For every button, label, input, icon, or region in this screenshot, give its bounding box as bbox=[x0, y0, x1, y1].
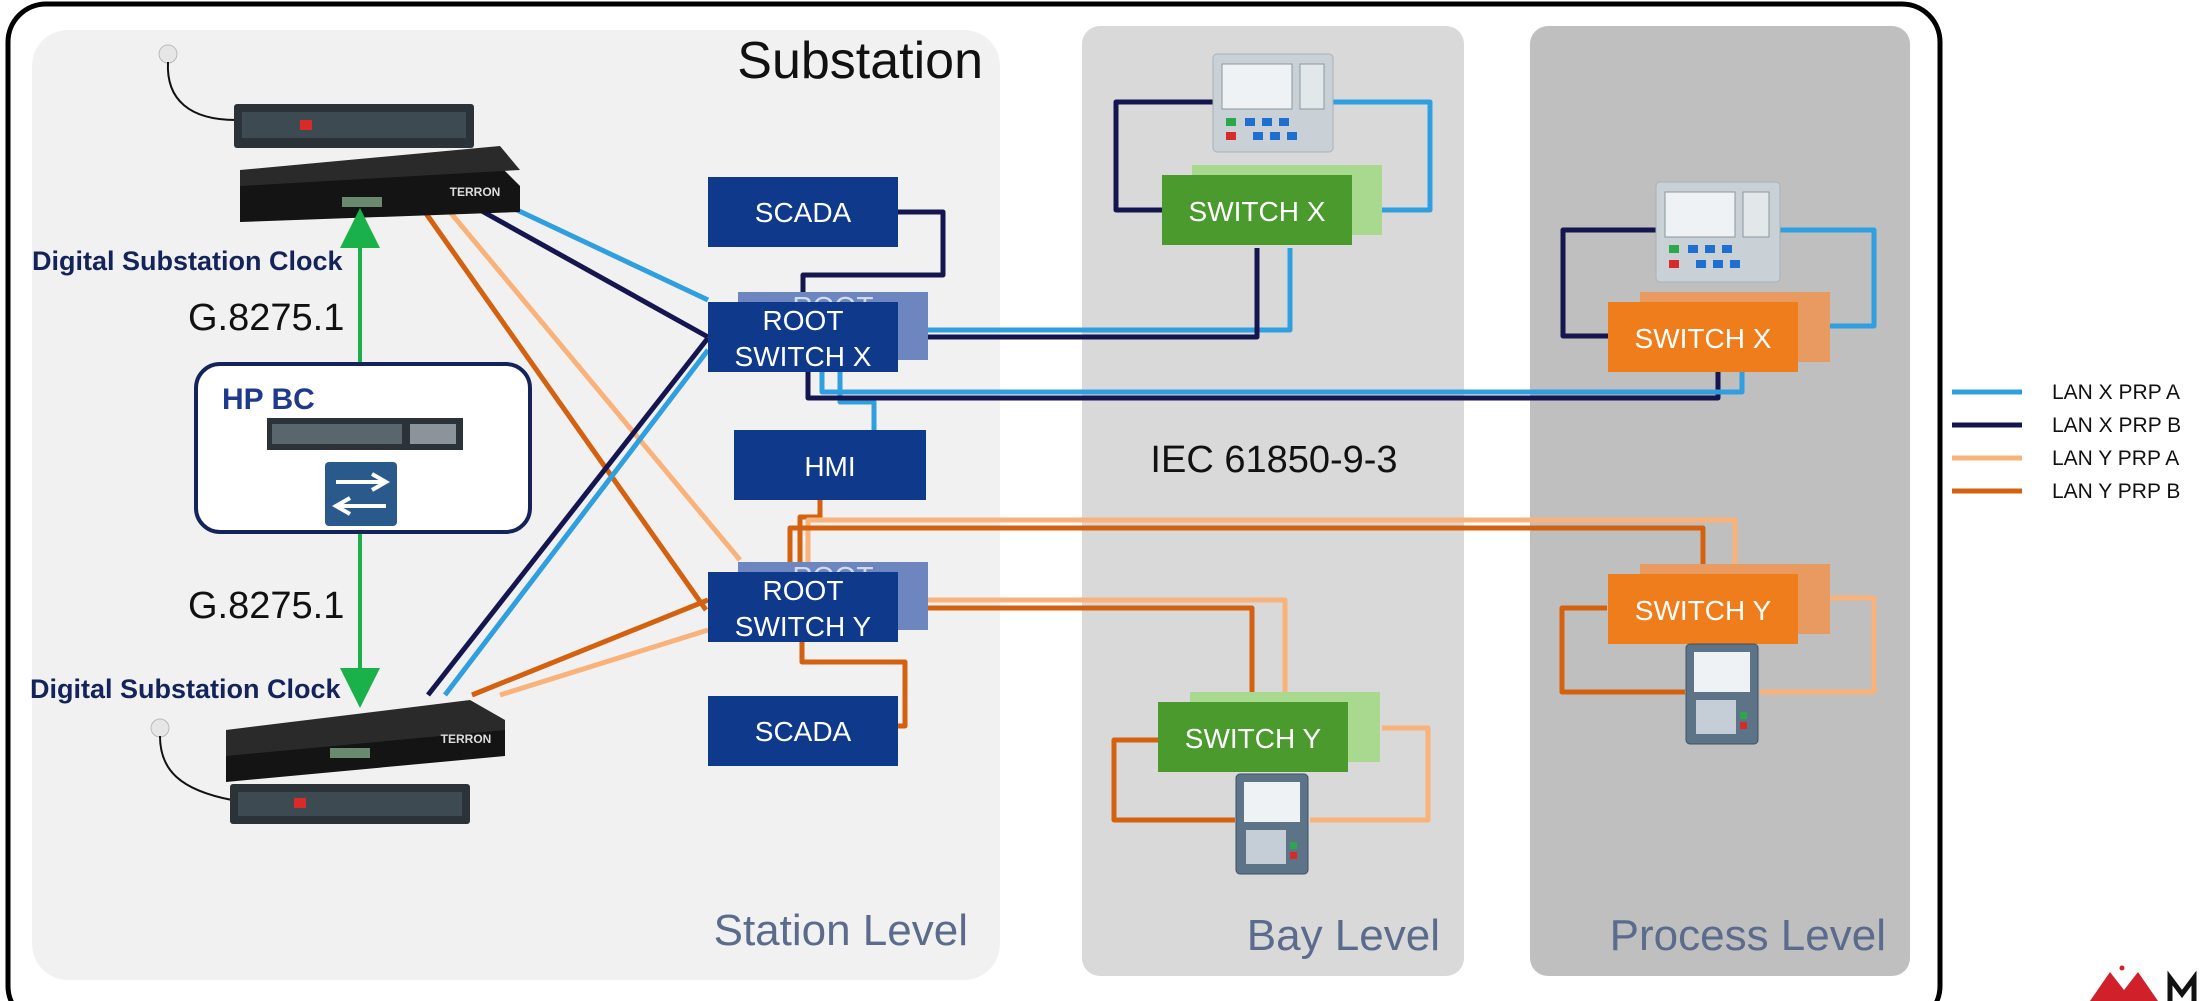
boundary-clock-symbol-icon bbox=[325, 462, 397, 526]
cable-lan-x-prp-a bbox=[819, 372, 1745, 395]
cable-lan-y-prp-a bbox=[898, 597, 1288, 702]
cable-lan-x-prp-a bbox=[898, 248, 1293, 333]
cable-lan-y-prp-a bbox=[499, 627, 709, 698]
legend: LAN X PRP A LAN X PRP B LAN Y PRP A LAN … bbox=[1952, 381, 2181, 503]
scada-bottom-box[interactable] bbox=[708, 696, 898, 766]
cable-lan-y-prp-b bbox=[1111, 737, 1235, 823]
cable-lan-x-prp-a bbox=[443, 348, 710, 697]
root-switch-x-box[interactable] bbox=[708, 302, 898, 372]
cable-lan-x-prp-b bbox=[1560, 227, 1660, 339]
cable-lan-y-prp-b bbox=[422, 210, 709, 612]
cable-lan-x-prp-a bbox=[1780, 227, 1877, 329]
company-logo bbox=[2090, 965, 2197, 1001]
hmi-box[interactable] bbox=[734, 430, 926, 500]
top-clock-label: Digital Substation Clock bbox=[32, 246, 344, 276]
scada-top-box[interactable] bbox=[708, 177, 898, 247]
cable-lan-x-prp-b bbox=[426, 336, 710, 697]
scada-bottom-label: SCADA bbox=[755, 716, 852, 747]
legend-label-lan-y-prp-a: LAN Y PRP A bbox=[2052, 447, 2179, 470]
bay-ied-y-icon bbox=[1235, 773, 1309, 875]
bottom-clock-label: Digital Substation Clock bbox=[30, 674, 342, 704]
bay-switch-y-box[interactable] bbox=[1158, 702, 1348, 772]
cable-lan-y-prp-b bbox=[787, 525, 1706, 572]
cable-lan-y-prp-b bbox=[1559, 605, 1685, 695]
root-switch-y-line2: SWITCH Y bbox=[735, 611, 872, 642]
bay-switch-x-label: SWITCH X bbox=[1189, 196, 1326, 227]
boundary-clock-device-icon bbox=[267, 418, 463, 450]
root-switch-y-box[interactable] bbox=[708, 572, 898, 642]
cable-lan-x-prp-a bbox=[1330, 99, 1433, 213]
cable-lan-y-prp-b bbox=[898, 605, 1255, 702]
bay-switch-y-label: SWITCH Y bbox=[1185, 723, 1322, 754]
process-switch-y-label: SWITCH Y bbox=[1635, 595, 1772, 626]
cable-lan-x-prp-b bbox=[898, 248, 1260, 340]
hmi-label: HMI bbox=[804, 451, 855, 482]
cable-lan-y-prp-a bbox=[1310, 725, 1431, 823]
process-switch-y-box[interactable] bbox=[1608, 574, 1798, 644]
station-level-label: Station Level bbox=[714, 906, 968, 955]
substation-title: Substation bbox=[737, 32, 983, 90]
top-clock-device-icon bbox=[158, 44, 520, 222]
hp-bc-title: HP BC bbox=[222, 383, 315, 416]
cable-lan-x-prp-b bbox=[1113, 99, 1215, 213]
scada-top-label: SCADA bbox=[755, 197, 852, 228]
process-switch-x-label: SWITCH X bbox=[1635, 323, 1772, 354]
cable-lan-x-prp-b bbox=[805, 372, 1721, 401]
g8275-bottom-label: G.8275.1 bbox=[188, 585, 344, 627]
root-switch-x-line2: SWITCH X bbox=[735, 341, 872, 372]
bay-ied-x-icon bbox=[1212, 53, 1334, 153]
process-level-label: Process Level bbox=[1610, 911, 1886, 960]
root-switch-x-line1: ROOT bbox=[763, 305, 844, 336]
cable-lan-y-prp-b bbox=[797, 500, 823, 572]
process-switch-x-box[interactable] bbox=[1608, 302, 1798, 372]
cable-lan-x-prp-a bbox=[498, 199, 710, 303]
network-cables bbox=[422, 99, 1877, 823]
protocol-label: IEC 61850-9-3 bbox=[1150, 439, 1397, 481]
top-clock-brand: TERRON bbox=[450, 185, 501, 199]
legend-label-lan-y-prp-b: LAN Y PRP B bbox=[2052, 480, 2180, 503]
cable-lan-x-prp-a bbox=[837, 372, 877, 432]
cable-lan-y-prp-a bbox=[805, 517, 1738, 572]
bay-switch-x-box[interactable] bbox=[1162, 175, 1352, 245]
bay-level-label: Bay Level bbox=[1247, 911, 1440, 960]
cable-lan-y-prp-a bbox=[1760, 595, 1877, 695]
cable-lan-y-prp-a bbox=[448, 210, 742, 562]
root-switch-y-line1: ROOT bbox=[763, 575, 844, 606]
process-level-zone bbox=[1530, 26, 1910, 976]
cable-lan-y-prp-b bbox=[471, 597, 709, 698]
legend-label-lan-x-prp-a: LAN X PRP A bbox=[2052, 381, 2180, 404]
cable-lan-x-prp-b bbox=[478, 207, 710, 340]
g8275-top-label: G.8275.1 bbox=[188, 297, 344, 339]
process-ied-x-icon bbox=[1655, 181, 1781, 283]
bottom-clock-brand: TERRON bbox=[441, 732, 492, 746]
legend-label-lan-x-prp-b: LAN X PRP B bbox=[2052, 414, 2181, 437]
cable-lan-x-prp-b bbox=[800, 209, 946, 300]
process-ied-y-icon bbox=[1685, 643, 1759, 745]
bottom-clock-device-icon bbox=[150, 700, 505, 824]
